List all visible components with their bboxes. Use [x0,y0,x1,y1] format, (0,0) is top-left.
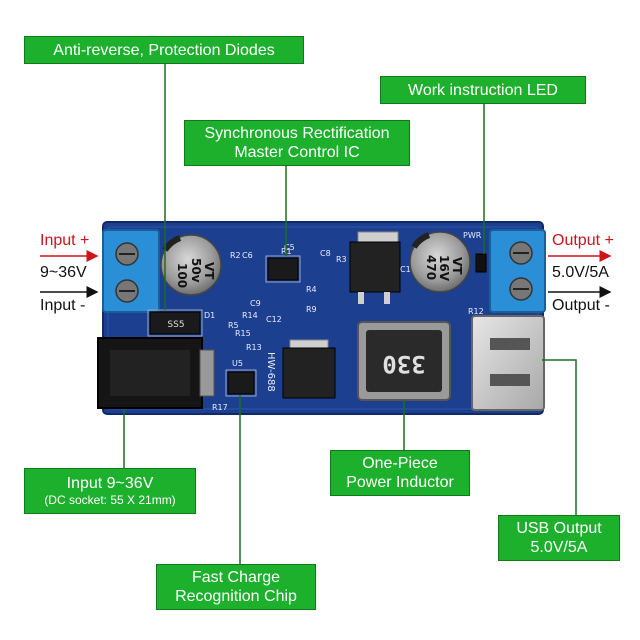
model-marking: HW-688 [265,352,276,392]
svg-text:R4: R4 [306,285,317,294]
callout-usb-line1: USB Output [516,520,602,537]
svg-text:R3: R3 [336,255,347,264]
input-range-label: 9~36V [40,264,87,281]
callout-input-line1: Input 9~36V [66,475,154,492]
left-cap-marking-3: VT [202,262,216,280]
svg-text:R5: R5 [228,321,239,330]
callout-sync-rect-ic: Synchronous Rectification Master Control… [184,120,410,166]
svg-text:R17: R17 [212,403,228,412]
callout-sync-rect-line1: Synchronous Rectification [204,125,390,142]
callout-input-line2: (DC socket: 55 X 21mm) [44,493,176,507]
callout-fast-charge-line2: Recognition Chip [175,588,297,605]
power-inductor: 330 [357,321,451,401]
svg-text:C5: C5 [284,243,295,252]
input-plus-label: Input + [40,232,90,249]
inductor-marking: 330 [382,350,425,378]
fast-charge-chip [225,369,257,397]
svg-text:R12: R12 [468,307,484,316]
callout-fast-charge: Fast Charge Recognition Chip [156,564,316,610]
callout-inductor-line1: One-Piece [362,455,438,472]
svg-text:R15: R15 [235,329,251,338]
mosfet-top [349,231,401,304]
svg-text:C8: C8 [320,249,331,258]
svg-text:U5: U5 [232,359,243,368]
left-capacitor: 100 50v VT [160,234,222,296]
right-cap-marking-3: VT [450,257,464,275]
callout-usb-line2: 5.0V/5A [530,539,588,556]
callout-input: Input 9~36V (DC socket: 55 X 21mm) [24,468,196,514]
svg-text:D1: D1 [204,311,215,320]
dc-socket [97,337,215,409]
svg-text:R2: R2 [230,251,241,260]
output-value-label: 5.0V/5A [552,264,609,281]
callout-fast-charge-line1: Fast Charge [191,569,281,586]
right-cap-marking-1: 470 [424,255,438,280]
right-cap-marking-2: 16V [437,255,451,282]
diode-marking: SS5 [167,320,184,330]
left-cap-marking-2: 50v [189,258,203,283]
output-plus-label: Output + [552,232,614,249]
leader-lines [123,64,577,566]
input-minus-label: Input - [40,297,86,314]
usb-port [471,315,545,411]
svg-text:R14: R14 [242,311,258,320]
output-terminal-block [489,229,546,313]
pwr-marking: PWR [463,231,482,240]
svg-text:R13: R13 [246,343,262,352]
callout-sync-rect-line2: Master Control IC [234,144,360,161]
mosfet-bottom [282,339,336,399]
callout-work-led: Work instruction LED [380,76,586,104]
right-capacitor: 470 16V VT [409,231,471,293]
callout-anti-reverse: Anti-reverse, Protection Diodes [24,36,304,64]
input-terminal-block [102,229,160,313]
work-led [475,253,487,273]
callout-inductor-line2: Power Inductor [346,474,454,491]
callout-usb-output: USB Output 5.0V/5A [498,515,620,561]
svg-text:C6: C6 [242,251,253,260]
svg-text:C1: C1 [400,265,411,274]
sync-rect-ic [265,255,301,283]
svg-text:R9: R9 [306,305,317,314]
protection-diode: SS5 [147,309,203,337]
callout-work-led-text: Work instruction LED [408,81,558,99]
svg-text:C9: C9 [250,299,261,308]
svg-text:C12: C12 [266,315,282,324]
output-minus-label: Output - [552,297,610,314]
callout-anti-reverse-text: Anti-reverse, Protection Diodes [53,41,275,59]
left-cap-marking-1: 100 [175,263,189,288]
callout-power-inductor: One-Piece Power Inductor [330,450,470,496]
